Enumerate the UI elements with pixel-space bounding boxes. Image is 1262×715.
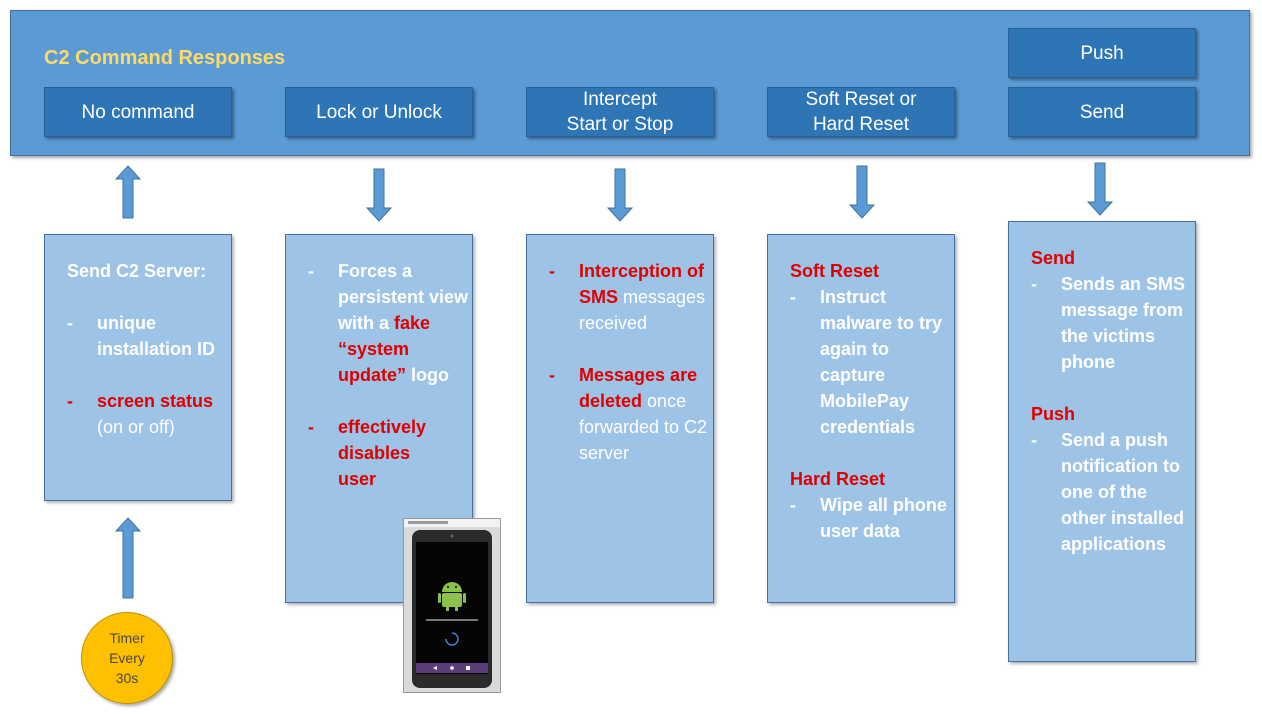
- send-c2-server-panel: Send C2 Server: - unique installation ID…: [44, 234, 232, 501]
- arrow-down-icon: [849, 165, 875, 219]
- intercept-box: Intercept Start or Stop: [526, 87, 714, 137]
- panel-heading: Send C2 Server:: [67, 261, 207, 281]
- send-heading: Send: [1031, 248, 1076, 268]
- arrow-up-icon: [115, 165, 141, 219]
- list-item: - Messages are deleted once forwarded to…: [549, 365, 708, 463]
- soft-reset-heading: Soft Reset: [790, 261, 880, 281]
- android-robot-icon: [438, 582, 466, 611]
- reset-box: Soft Reset or Hard Reset: [767, 87, 955, 137]
- push-heading: Push: [1031, 404, 1076, 424]
- phone-screenshot: [403, 518, 501, 693]
- phone-illustration: [404, 519, 500, 688]
- reset-panel: Soft Reset - Instruct malware to try aga…: [767, 234, 955, 603]
- list-item: - Wipe all phone user data: [790, 495, 947, 541]
- timer-circle: Timer Every 30s: [81, 612, 173, 704]
- no-command-box: No command: [44, 87, 232, 137]
- list-item: - Interception of SMS messages received: [549, 261, 706, 333]
- arrow-down-icon: [1087, 162, 1113, 216]
- arrow-down-icon: [366, 168, 392, 222]
- banner-title: C2 Command Responses: [44, 47, 286, 69]
- intercept-panel: - Interception of SMS messages received …: [526, 234, 714, 603]
- list-item: - Forces a persistent view with a fake “…: [308, 261, 469, 385]
- list-item: - unique installation ID: [67, 313, 216, 359]
- send-push-panel: Send - Sends an SMS message from the vic…: [1008, 221, 1196, 662]
- list-item: - Sends an SMS message from the victims …: [1031, 274, 1186, 372]
- list-item: - Instruct malware to try again to captu…: [790, 287, 943, 437]
- push-box: Push: [1008, 28, 1196, 78]
- lock-unlock-box: Lock or Unlock: [285, 87, 473, 137]
- hard-reset-heading: Hard Reset: [790, 469, 886, 489]
- list-item: - screen status (on or off): [67, 391, 214, 437]
- list-item: - effectively disables user: [308, 417, 427, 489]
- send-box: Send: [1008, 87, 1196, 137]
- list-item: - Send a push notification to one of the…: [1031, 430, 1185, 554]
- arrow-down-icon: [607, 168, 633, 222]
- loading-spinner-icon: [445, 632, 459, 646]
- arrow-up-icon: [115, 517, 141, 599]
